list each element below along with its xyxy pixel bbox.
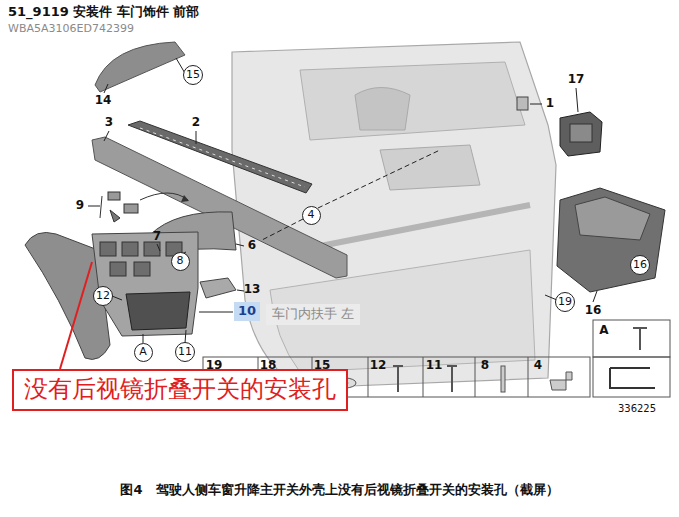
callout-circle: 15 xyxy=(183,65,203,85)
callout-number: 8 xyxy=(177,255,184,268)
callout-circle: 11 xyxy=(175,342,195,362)
callout-number: 1 xyxy=(546,97,554,111)
callout-number: 15 xyxy=(314,359,331,373)
callout-number: 16 xyxy=(633,259,647,272)
callout-number: 13 xyxy=(244,283,261,297)
callout-number: 3 xyxy=(105,116,113,130)
callout-circle: 4 xyxy=(302,206,321,225)
callout-number: 12 xyxy=(370,359,387,373)
callout-circle: 12 xyxy=(93,286,113,306)
callout-circle: 8 xyxy=(171,252,190,271)
vin-number: WBA5A3106ED742399 xyxy=(8,23,134,36)
callout-number: 14 xyxy=(95,94,112,108)
callout-number: 19 xyxy=(558,296,572,309)
callout-number: A xyxy=(599,324,608,338)
callout-number: 4 xyxy=(534,359,542,373)
node-text: 10 xyxy=(238,304,256,319)
callout-number: 18 xyxy=(260,359,277,373)
callout-number: 9 xyxy=(76,199,84,213)
callout-number: 11 xyxy=(426,359,443,373)
node-text: 车门内扶手 左 xyxy=(272,307,354,322)
callout-number: 8 xyxy=(481,359,489,373)
callout-number: A xyxy=(139,346,147,359)
callout-number: 16 xyxy=(585,304,602,318)
highlighted-callout: 10 xyxy=(234,302,260,321)
diagram-number: 336225 xyxy=(618,403,656,415)
page-title: 51_9119 安装件 车门饰件 前部 xyxy=(8,5,199,20)
callout-number: 15 xyxy=(186,69,200,82)
callout-number: 7 xyxy=(153,230,161,244)
callout-number: 4 xyxy=(308,209,315,222)
callout-number: 12 xyxy=(96,290,110,303)
callout-number: 19 xyxy=(206,359,223,373)
callout-circle: 19 xyxy=(555,292,575,312)
node-text: 没有后视镜折叠开关的安装孔 xyxy=(24,376,336,404)
figure-caption: 图4 驾驶人侧车窗升降主开关外壳上没有后视镜折叠开关的安装孔（截屏） xyxy=(120,483,558,498)
callout-number: 2 xyxy=(192,116,200,130)
callout-circle: A xyxy=(134,343,153,362)
callout-number: 11 xyxy=(178,346,192,359)
annotation-box: 没有后视镜折叠开关的安装孔 xyxy=(12,369,348,411)
callout-circle: 16 xyxy=(630,255,650,275)
callout-number: 17 xyxy=(568,73,585,87)
tooltip-box: 车门内扶手 左 xyxy=(266,304,360,325)
callout-number: 6 xyxy=(248,239,256,253)
